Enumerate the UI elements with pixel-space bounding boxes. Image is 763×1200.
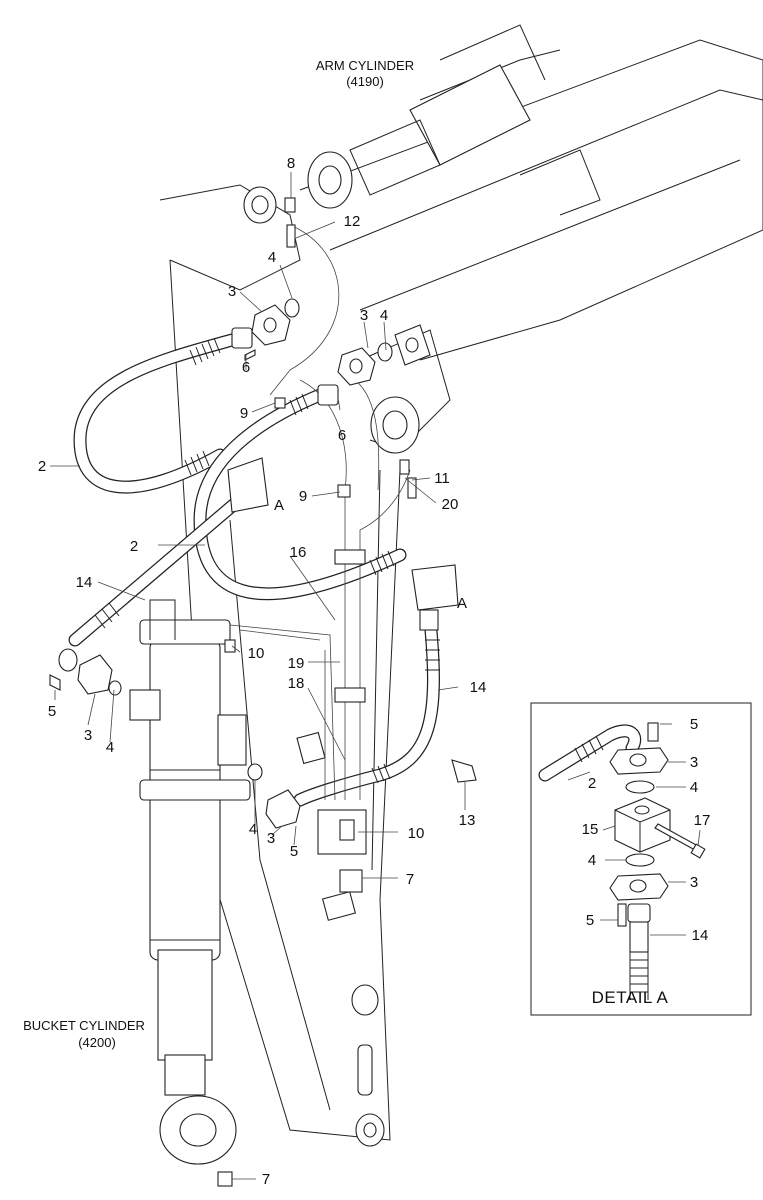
- detail-callout-2: 2: [588, 775, 596, 792]
- hose-lines: [68, 224, 440, 807]
- main-callouts: ARM CYLINDER (4190) 8 12 4 3 3 4 6 9 6 2…: [23, 58, 486, 1188]
- callout-9: 9: [299, 488, 307, 505]
- callout-7: 7: [262, 1171, 270, 1188]
- callout-13: 13: [459, 812, 476, 829]
- arm-cylinder-code: (4190): [346, 74, 384, 89]
- callout-11: 11: [434, 470, 450, 487]
- callout-9: 9: [240, 405, 248, 422]
- callout-8: 8: [287, 155, 295, 172]
- callout-12: 12: [344, 213, 361, 230]
- hose-coils: [94, 337, 440, 784]
- detail-callout-4: 4: [690, 779, 698, 796]
- callout-18: 18: [288, 675, 305, 692]
- detail-a-title: DETAIL A: [592, 988, 669, 1007]
- bucket-cylinder-code: (4200): [78, 1035, 116, 1050]
- callout-14: 14: [76, 574, 93, 591]
- callout-5: 5: [48, 703, 56, 720]
- callout-10: 10: [408, 825, 425, 842]
- callout-5: 5: [290, 843, 298, 860]
- callout-3: 3: [267, 830, 275, 847]
- detail-a-panel: 5 2 3 4 15 17 4 3 5 14 DETAIL A: [530, 702, 752, 1016]
- callout-3: 3: [228, 283, 236, 300]
- callout-4: 4: [106, 739, 114, 756]
- callout-2: 2: [38, 458, 46, 475]
- callout-A: A: [457, 595, 467, 612]
- detail-callout-4: 4: [588, 852, 596, 869]
- bucket-cylinder-title: BUCKET CYLINDER: [23, 1018, 145, 1033]
- callout-3: 3: [360, 307, 368, 324]
- callout-3: 3: [84, 727, 92, 744]
- callout-4: 4: [380, 307, 388, 324]
- callout-19: 19: [288, 655, 305, 672]
- callout-6: 6: [338, 427, 346, 444]
- detail-callout-3: 3: [690, 754, 698, 771]
- callout-14: 14: [470, 679, 487, 696]
- callout-4: 4: [249, 821, 257, 838]
- bucket-cylinder: [129, 599, 251, 1165]
- fittings: [49, 197, 477, 1187]
- detail-callout-5: 5: [690, 716, 698, 733]
- detail-callout-15: 15: [582, 821, 599, 838]
- detail-callout-14: 14: [692, 927, 709, 944]
- callout-A: A: [274, 497, 284, 514]
- detail-callout-5: 5: [586, 912, 594, 929]
- detail-callout-17: 17: [694, 812, 711, 829]
- leader-lines: [50, 172, 466, 1180]
- callout-2: 2: [130, 538, 138, 555]
- callout-6: 6: [242, 359, 250, 376]
- callout-10: 10: [248, 645, 265, 662]
- detail-callout-3: 3: [690, 874, 698, 891]
- arm-cylinder-title: ARM CYLINDER: [316, 58, 414, 73]
- callout-7: 7: [406, 871, 414, 888]
- callout-16: 16: [290, 544, 307, 561]
- callout-20: 20: [442, 496, 459, 513]
- callout-4: 4: [268, 249, 276, 266]
